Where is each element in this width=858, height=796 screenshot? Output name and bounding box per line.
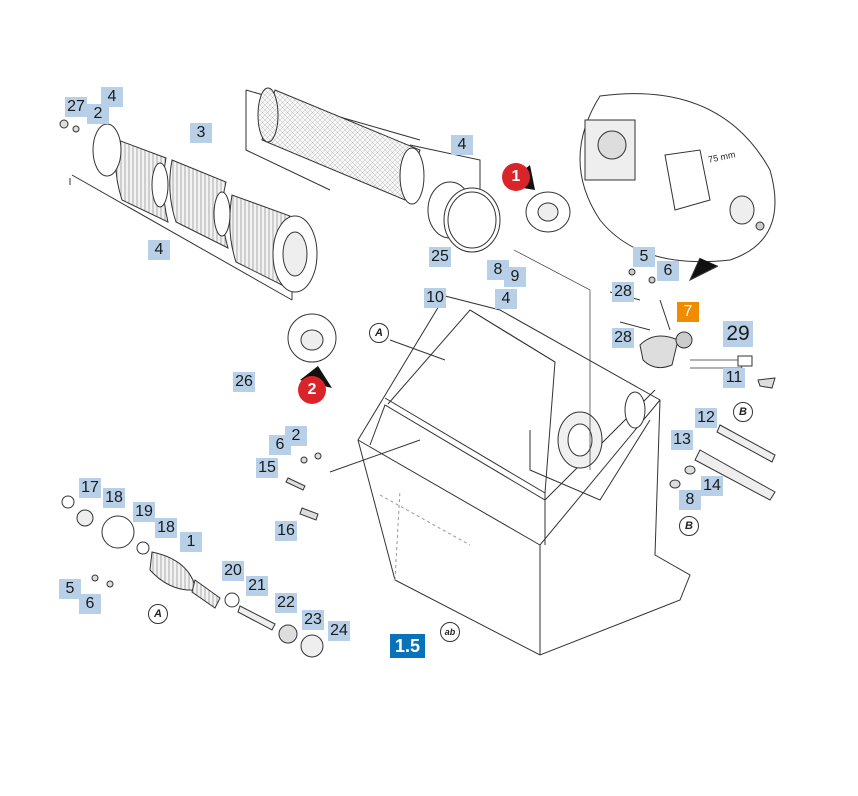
reference-letter-ab: ab — [440, 622, 460, 642]
part-callout-6[interactable]: 6 — [657, 261, 679, 281]
part-callout-9[interactable]: 9 — [504, 267, 526, 287]
hopper-housing — [357, 295, 691, 656]
part-callout-25[interactable]: 25 — [429, 247, 451, 267]
shaft-assembly — [61, 495, 324, 658]
part-callout-19[interactable]: 19 — [133, 502, 155, 522]
motor-detail-view — [579, 93, 776, 282]
part-callout-4[interactable]: 4 — [495, 289, 517, 309]
reference-letter-a: A — [369, 323, 389, 343]
part-callout-17[interactable]: 17 — [79, 478, 101, 498]
part-callout-8[interactable]: 8 — [487, 260, 509, 280]
filter-cylinder — [257, 87, 425, 205]
drive-motor — [609, 268, 753, 369]
part-callout-5[interactable]: 5 — [59, 579, 81, 599]
part-callout-27[interactable]: 27 — [65, 97, 87, 117]
reference-letter-b: B — [679, 516, 699, 536]
part-callout-5[interactable]: 5 — [633, 247, 655, 267]
part-callout-29[interactable]: 29 — [723, 321, 753, 347]
part-callout-24[interactable]: 24 — [328, 621, 350, 641]
part-callout-10[interactable]: 10 — [424, 288, 446, 308]
reference-letter-a: A — [148, 604, 168, 624]
part-callout-6[interactable]: 6 — [269, 435, 291, 455]
part-callout-2[interactable]: 2 — [87, 104, 109, 124]
brush-roller — [115, 139, 318, 293]
part-callout-4[interactable]: 4 — [148, 240, 170, 260]
part-callout-15[interactable]: 15 — [256, 458, 278, 478]
part-callout-8[interactable]: 8 — [679, 490, 701, 510]
part-callout-23[interactable]: 23 — [302, 610, 324, 630]
part-callout-7-selected[interactable]: 7 — [677, 302, 699, 322]
part-callout-21[interactable]: 21 — [246, 576, 268, 596]
part-callout-20[interactable]: 20 — [222, 561, 244, 581]
part-callout-18[interactable]: 18 — [155, 518, 177, 538]
part-callout-13[interactable]: 13 — [671, 430, 693, 450]
part-callout-16[interactable]: 16 — [275, 521, 297, 541]
part-callout-1[interactable]: 1 — [180, 532, 202, 552]
part-callout-22[interactable]: 22 — [275, 593, 297, 613]
part-callout-26[interactable]: 26 — [233, 372, 255, 392]
part-callout-28[interactable]: 28 — [612, 282, 634, 302]
page-reference-link[interactable]: 1.5 — [390, 634, 426, 658]
part-callout-18[interactable]: 18 — [103, 488, 125, 508]
step-marker-2: 2 — [298, 376, 326, 404]
part-callout-6[interactable]: 6 — [79, 594, 101, 614]
part-callout-11[interactable]: 11 — [723, 368, 745, 388]
part-callout-14[interactable]: 14 — [701, 476, 723, 496]
part-callout-28[interactable]: 28 — [612, 328, 634, 348]
reference-letter-b: B — [733, 402, 753, 422]
step-marker-1: 1 — [502, 163, 530, 191]
part-callout-12[interactable]: 12 — [695, 408, 717, 428]
part-callout-3[interactable]: 3 — [190, 123, 212, 143]
part-callout-4[interactable]: 4 — [451, 135, 473, 155]
part-callout-4[interactable]: 4 — [101, 87, 123, 107]
